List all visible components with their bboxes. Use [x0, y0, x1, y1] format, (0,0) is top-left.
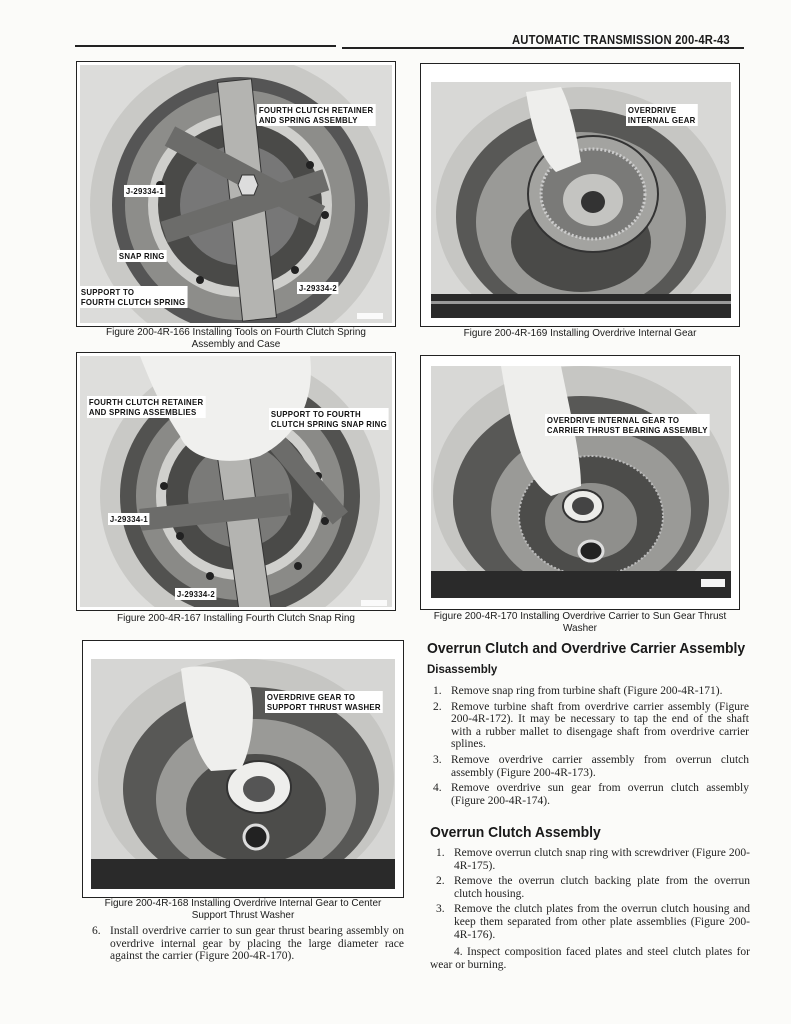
figure-200-4r-169: OVERDRIVE INTERNAL GEAR [420, 63, 740, 327]
disassembly-step-4: 4.Remove overdrive sun gear from overrun… [433, 782, 749, 807]
overrun-clutch-steps: 1.Remove overrun clutch snap ring with s… [430, 847, 750, 944]
disassembly-step-2: 2.Remove turbine shaft from overdrive ca… [433, 700, 749, 751]
overrun-step-2: 2.Remove the overrun clutch backing plat… [436, 875, 750, 900]
running-header: AUTOMATIC TRANSMISSION 200-4R-43 [512, 33, 730, 47]
overrun-step-1: 1.Remove overrun clutch snap ring with s… [436, 847, 750, 872]
install-step-6: 6.Install overdrive carrier to sun gear … [92, 925, 404, 963]
callout-fourth-clutch-retainer: FOURTH CLUTCH RETAINER AND SPRING ASSEMB… [257, 104, 376, 126]
image-id-tag [357, 313, 383, 319]
figure-200-4r-168: OVERDRIVE GEAR TO SUPPORT THRUST WASHER [82, 640, 404, 898]
callout-j-29334-2: J-29334-2 [297, 282, 339, 294]
figure-caption-170: Figure 200-4R-170 Installing Overdrive C… [433, 610, 727, 634]
disassembly-step-1: 1.Remove snap ring from turbine shaft (F… [433, 685, 723, 697]
section-heading-overrun-clutch-assembly: Overrun Clutch Assembly [430, 824, 601, 841]
callout-support-to-fourth-clutch-spring-snap-ring: SUPPORT TO FOURTH CLUTCH SPRING SNAP RIN… [269, 408, 389, 430]
photo-overdrive-gear-thrust-washer [91, 659, 395, 889]
photo-overdrive-internal-gear [431, 82, 731, 318]
figure-caption-169: Figure 200-4R-169 Installing Overdrive I… [463, 327, 697, 339]
disassembly-step-3: 3.Remove overdrive carrier assembly from… [433, 753, 749, 779]
callout-overdrive-internal-gear: OVERDRIVE INTERNAL GEAR [626, 104, 698, 126]
photo-fourth-clutch-snap-ring [80, 356, 392, 607]
section-heading-overrun-clutch-and-overdrive-carrier: Overrun Clutch and Overdrive Carrier Ass… [427, 640, 746, 657]
figure-200-4r-170: OVERDRIVE INTERNAL GEAR TO CARRIER THRUS… [420, 355, 740, 610]
header-rule-left [75, 45, 336, 47]
photo-overdrive-carrier-thrust-washer [431, 366, 731, 598]
disassembly-steps: 1.Remove snap ring from turbine shaft (F… [427, 685, 749, 810]
callout-j-29334-1: J-29334-1 [108, 513, 150, 525]
figure-caption-168: Figure 200-4R-168 Installing Overdrive I… [104, 897, 382, 921]
callout-snap-ring: SNAP RING [117, 250, 167, 262]
figure-200-4r-167: FOURTH CLUTCH RETAINER AND SPRING ASSEMB… [76, 352, 396, 611]
image-id-tag [361, 600, 387, 606]
overrun-step-4-paragraph: 4. Inspect composition faced plates and … [430, 946, 750, 971]
callout-fourth-clutch-retainer-assemblies: FOURTH CLUTCH RETAINER AND SPRING ASSEMB… [87, 396, 206, 418]
subheading-disassembly: Disassembly [427, 664, 498, 676]
figure-200-4r-166: FOURTH CLUTCH RETAINER AND SPRING ASSEMB… [76, 61, 396, 327]
install-steps-left: 6.Install overdrive carrier to sun gear … [86, 925, 404, 966]
callout-overdrive-gear-to-support-thrust-washer: OVERDRIVE GEAR TO SUPPORT THRUST WASHER [265, 691, 383, 713]
callout-support-to-fourth-clutch-spring: SUPPORT TO FOURTH CLUTCH SPRING [79, 286, 188, 308]
callout-overdrive-internal-gear-to-carrier-thrust-bearing: OVERDRIVE INTERNAL GEAR TO CARRIER THRUS… [545, 414, 710, 436]
overrun-step-3: 3.Remove the clutch plates from the over… [436, 903, 750, 941]
header-rule-right [342, 47, 744, 49]
callout-j-29334-1: J-29334-1 [124, 185, 166, 197]
figure-caption-166: Figure 200-4R-166 Installing Tools on Fo… [106, 326, 366, 350]
callout-j-29334-2: J-29334-2 [175, 588, 217, 600]
figure-caption-167: Figure 200-4R-167 Installing Fourth Clut… [117, 612, 355, 624]
